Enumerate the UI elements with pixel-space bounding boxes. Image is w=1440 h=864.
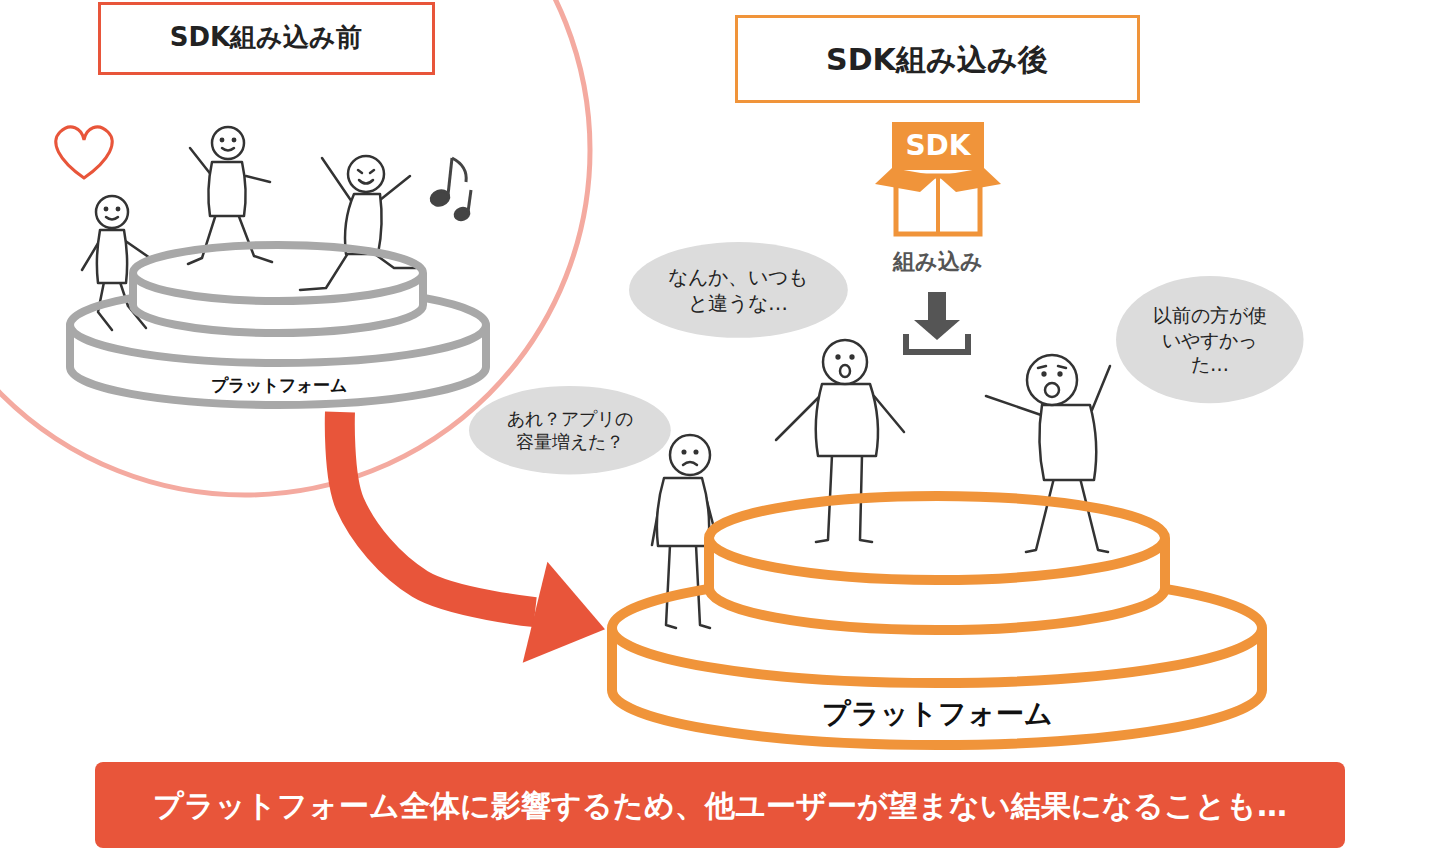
node-text: SDK組み込み前 bbox=[170, 21, 362, 55]
download-arrow bbox=[906, 292, 968, 352]
speech-bubble: なんか、いつもと違うな… bbox=[629, 242, 848, 338]
platform-after: プラットフォーム bbox=[605, 478, 1270, 753]
speech-bubble: 以前の方が使いやすかった… bbox=[1116, 276, 1304, 403]
heart-icon bbox=[56, 127, 112, 178]
bubble-outline bbox=[629, 242, 848, 338]
node-text: あれ？アプリの容量増えた？ bbox=[506, 407, 634, 454]
node-text: なんか、いつもと違うな… bbox=[668, 264, 808, 316]
platform-tier bbox=[133, 245, 423, 333]
node-text: 以前の方が使いやすかった… bbox=[1151, 303, 1269, 377]
node-text: SDK bbox=[892, 122, 984, 170]
bubble-outline bbox=[469, 386, 671, 474]
embed-label: 組み込み bbox=[893, 247, 983, 277]
node-text: プラットフォーム bbox=[62, 374, 495, 396]
before-heading-box: SDK組み込み前 bbox=[98, 2, 435, 75]
conclusion-banner: プラットフォーム全体に影響するため、他ユーザーが望まない結果になることも… bbox=[95, 762, 1345, 848]
speech-bubble: あれ？アプリの容量増えた？ bbox=[469, 386, 671, 474]
music-note bbox=[429, 158, 471, 222]
platform-tier bbox=[709, 496, 1165, 630]
platform-before: プラットフォーム bbox=[62, 235, 495, 412]
arrow-head bbox=[523, 562, 605, 663]
sdk-package: SDK bbox=[872, 120, 1004, 238]
after-heading-box: SDK組み込み後 bbox=[735, 15, 1140, 103]
node-text: SDK組み込み後 bbox=[826, 40, 1048, 79]
node-text: プラットフォーム bbox=[605, 696, 1270, 732]
node-text: プラットフォーム全体に影響するため、他ユーザーが望まない結果になることも… bbox=[153, 786, 1287, 825]
